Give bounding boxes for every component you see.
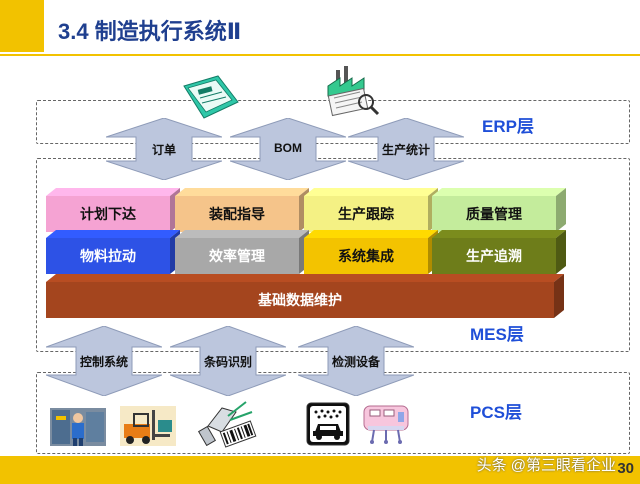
module-2-3: 系统集成 — [304, 230, 438, 274]
module-1-1-label: 计划下达 — [80, 206, 136, 222]
erp-arrow-1: 订单 — [106, 118, 222, 180]
erp-arrow-2: BOM — [230, 118, 346, 180]
base-module-label: 基础数据维护 — [258, 292, 342, 308]
module-1-1: 计划下达 — [46, 188, 180, 232]
title-divider — [0, 54, 640, 56]
pcs-arrow-2-label: 条码识别 — [203, 355, 252, 369]
module-2-1-label: 物料拉动 — [80, 248, 136, 264]
factory-report-icon — [322, 62, 384, 124]
order-document-icon — [180, 72, 242, 124]
pcs-arrow-1-label: 控制系统 — [79, 355, 128, 369]
pcs-arrow-3: 检测设备 — [298, 326, 414, 396]
page-title: 3.4 制造执行系统Ⅱ — [58, 19, 242, 44]
module-1-4-label: 质量管理 — [466, 206, 522, 222]
erp-arrow-3: 生产统计 — [348, 118, 464, 180]
module-1-3: 生产跟踪 — [304, 188, 438, 232]
watermark-text: 头条 @第三眼看企业 — [476, 457, 616, 474]
mes-layer-label: MES层 — [470, 325, 524, 344]
module-1-4: 质量管理 — [432, 188, 566, 232]
erp-arrow-3-label: 生产统计 — [381, 143, 430, 157]
module-2-3-label: 系统集成 — [338, 248, 394, 264]
module-2-2-label: 效率管理 — [209, 248, 265, 264]
module-1-3-label: 生产跟踪 — [338, 206, 394, 222]
module-2-4: 生产追溯 — [432, 230, 566, 274]
module-2-4-label: 生产追溯 — [466, 248, 522, 264]
base-module: 基础数据维护 — [46, 274, 564, 318]
automation-line-icon — [362, 400, 410, 446]
pcs-arrow-3-label: 检测设备 — [331, 355, 380, 369]
module-1-2-label: 装配指导 — [209, 206, 265, 222]
footer-bar — [0, 456, 640, 484]
page-number: 30 — [617, 460, 634, 477]
erp-arrow-1-label: 订单 — [151, 143, 176, 157]
barcode-scanner-icon — [196, 398, 258, 448]
forklift-icon — [120, 406, 176, 446]
pcs-arrow-2: 条码识别 — [170, 326, 286, 396]
erp-arrow-2-label: BOM — [274, 141, 302, 155]
pcs-layer-label: PCS层 — [470, 403, 522, 422]
worker-control-icon — [50, 408, 106, 446]
pcs-arrow-1: 控制系统 — [46, 326, 162, 396]
title-accent-bar — [0, 0, 44, 52]
car-wash-inspection-icon — [306, 402, 350, 446]
erp-layer-label: ERP层 — [482, 117, 534, 136]
module-2-2: 效率管理 — [175, 230, 309, 274]
module-1-2: 装配指导 — [175, 188, 309, 232]
module-2-1: 物料拉动 — [46, 230, 180, 274]
